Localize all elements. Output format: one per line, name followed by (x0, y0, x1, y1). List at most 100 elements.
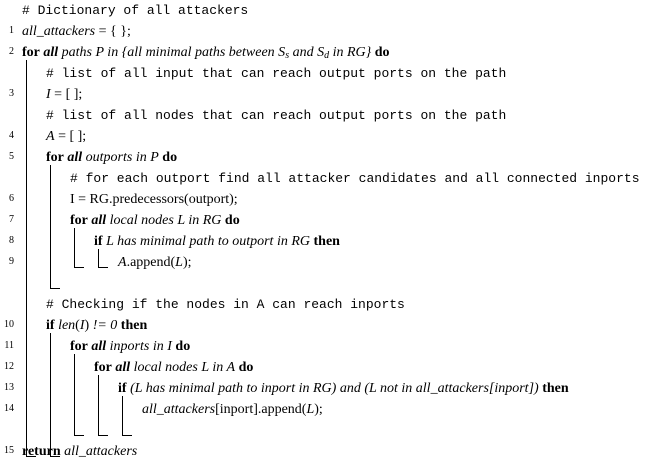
code-token: ); (314, 402, 323, 417)
line-number: 6 (9, 193, 14, 204)
code-line: 6 I = RG.predecessors(outport); (0, 189, 651, 210)
code-token: paths P in {all minimal paths between S (58, 45, 286, 60)
block-end-tick (98, 267, 108, 268)
code-token: if (118, 381, 127, 396)
code-token: len (54, 318, 76, 333)
code-line: 8 if L has minimal path to outport in RG … (0, 231, 651, 252)
code-line: 2 for all paths P in {all minimal paths b… (0, 42, 651, 63)
code-token: local nodes L in A (130, 360, 236, 375)
code-token: = [ ]; (50, 87, 83, 102)
code-line: 15 return all_attackers (0, 441, 651, 462)
code-token: and S (289, 45, 325, 60)
block-guide (98, 375, 99, 435)
block-end-tick (74, 435, 84, 436)
code-text: all_attackers[inport].append(L); (142, 399, 323, 420)
code-token: for (94, 360, 112, 375)
code-token: ( (75, 318, 80, 333)
code-token: A (46, 129, 55, 144)
code-text: A = [ ]; (46, 126, 86, 147)
code-token: for (46, 150, 64, 165)
comment-line: # list of all nodes that can reach outpu… (0, 105, 651, 126)
code-token: if (46, 318, 55, 333)
code-text: for all inports in I do (70, 336, 190, 357)
line-number: 4 (9, 130, 14, 141)
code-text: return all_attackers (22, 441, 137, 462)
block-guide (26, 60, 27, 456)
code-token: I (46, 87, 51, 102)
line-number: 10 (4, 319, 14, 330)
block-end-tick (50, 288, 60, 289)
code-token: .append( (126, 255, 176, 270)
code-token: all (91, 213, 107, 228)
code-token: for (22, 45, 40, 60)
code-token: = [ ]; (54, 129, 87, 144)
code-text: if L has minimal path to outport in RG t… (94, 231, 340, 252)
code-token: do (158, 150, 178, 165)
code-token: then (538, 381, 569, 396)
line-number: 15 (4, 445, 14, 456)
code-line: 3 I = [ ]; (0, 84, 651, 105)
code-text: for all outports in P do (46, 147, 177, 168)
code-token: (L has minimal path to inport in RG) and… (126, 381, 539, 396)
comment-text: # list of all input that can reach outpu… (46, 66, 507, 81)
code-token: outports in P (82, 150, 159, 165)
code-text: I = [ ]; (46, 84, 82, 105)
block-guide (74, 354, 75, 435)
code-token: all (43, 45, 59, 60)
code-token: do (235, 360, 254, 375)
comment-line: # for each outport find all attacker can… (0, 168, 651, 189)
code-line: 5 for all outports in P do (0, 147, 651, 168)
code-token: all (115, 360, 131, 375)
comment-text: # Dictionary of all attackers (22, 3, 249, 18)
code-token: inports in I (106, 339, 172, 354)
code-token: do (171, 339, 191, 354)
code-token: all_attackers (60, 444, 138, 459)
block-guide (50, 333, 51, 456)
line-number: 8 (9, 235, 14, 246)
comment-text: # Checking if the nodes in A can reach i… (46, 297, 405, 312)
code-text: if len(I) != 0 then (46, 315, 147, 336)
block-end-tick (98, 435, 108, 436)
code-token: for (70, 339, 88, 354)
blank-line (0, 273, 651, 294)
code-token: if (94, 234, 103, 249)
line-number: 3 (9, 88, 14, 99)
code-token: do (221, 213, 240, 228)
code-token: do (371, 45, 390, 60)
code-token: L (306, 402, 315, 417)
code-token: d (324, 50, 330, 61)
block-end-tick (122, 435, 132, 436)
code-token: all (91, 339, 107, 354)
code-text: for all local nodes L in A do (94, 357, 253, 378)
line-number: 5 (9, 151, 14, 162)
code-token: [inport].append( (215, 402, 307, 417)
code-token: all (67, 150, 83, 165)
block-end-tick (26, 456, 36, 457)
code-token: ); (182, 255, 192, 270)
code-line: 10 if len(I) != 0 then (0, 315, 651, 336)
code-token: L (175, 255, 183, 270)
block-guide (98, 249, 99, 267)
comment-line: # list of all input that can reach outpu… (0, 63, 651, 84)
code-text: for all paths P in {all minimal paths be… (22, 42, 390, 63)
block-guide (122, 396, 123, 435)
block-guide (74, 228, 75, 267)
code-token: I (79, 318, 85, 333)
line-number: 1 (9, 25, 14, 36)
code-line: 4 A = [ ]; (0, 126, 651, 147)
block-end-tick (50, 456, 60, 457)
code-token: all_attackers (142, 402, 216, 417)
code-token: s (285, 50, 290, 61)
line-number: 9 (9, 256, 14, 267)
block-guide (50, 165, 51, 288)
line-number: 2 (9, 46, 14, 57)
code-token: I = RG.predecessors(outport); (70, 192, 238, 207)
comment-text: # list of all nodes that can reach outpu… (46, 108, 507, 123)
code-text: if (L has minimal path to inport in RG) … (118, 378, 569, 399)
